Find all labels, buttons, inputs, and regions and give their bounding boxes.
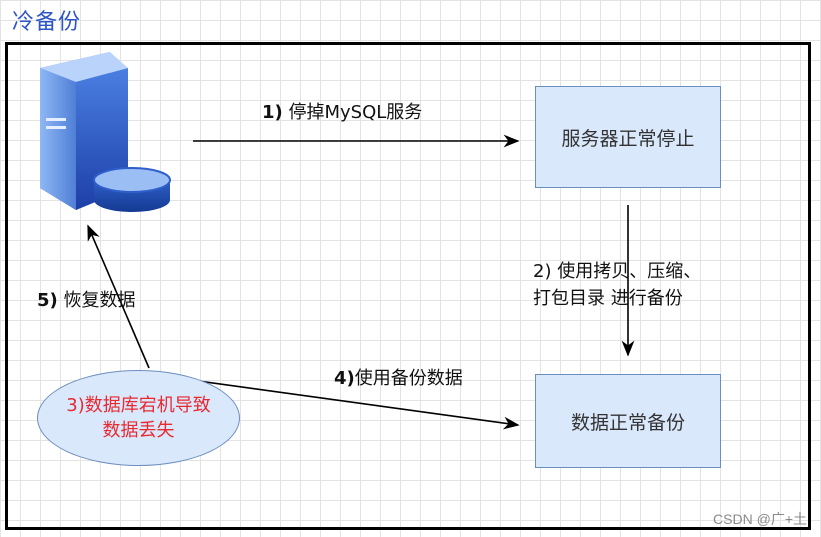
page-title: 冷备份 — [12, 10, 82, 35]
step4-text: 使用备份数据 — [354, 368, 463, 389]
box-server-stopped: 服务器正常停止 — [535, 86, 721, 188]
crash-line1: 3)数据库宕机导致 — [66, 395, 211, 416]
database-icon — [93, 167, 171, 212]
step5-number: 5) — [37, 290, 58, 311]
step4-number: 4) — [334, 368, 355, 389]
crash-line2: 数据丢失 — [102, 420, 175, 441]
watermark: CSDN @广+土 — [713, 511, 807, 527]
step1-text: 停掉MySQL服务 — [282, 102, 423, 123]
label-step2: 2) 使用拷贝、压缩、 打包目录 进行备份 — [533, 258, 701, 312]
diagram-frame — [5, 42, 811, 530]
label-step4: 4)使用备份数据 — [334, 364, 463, 390]
step2-line2: 打包目录 进行备份 — [533, 288, 683, 309]
arrow-restore-data — [87, 224, 150, 369]
label-step5: 5) 恢复数据 — [37, 286, 136, 312]
label-step1: 1) 停掉MySQL服务 — [262, 98, 422, 124]
arrow-use-backup — [161, 375, 520, 430]
step5-text: 恢复数据 — [57, 290, 136, 311]
box-data-backup: 数据正常备份 — [535, 374, 721, 468]
crash-ellipse: 3)数据库宕机导致 数据丢失 — [37, 370, 240, 466]
step2-line1: 2) 使用拷贝、压缩、 — [533, 261, 702, 282]
step1-number: 1) — [262, 102, 283, 123]
